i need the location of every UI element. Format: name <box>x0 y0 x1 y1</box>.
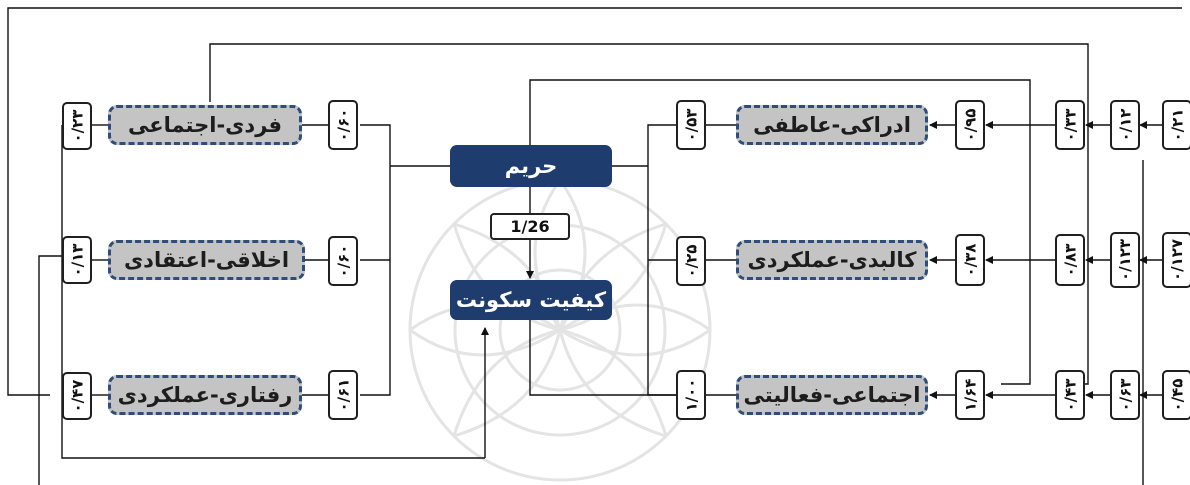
right-left-coef-1: ۰/۵۳ <box>676 100 706 150</box>
right-coef-3b: ۰/۴۳ <box>1055 370 1085 420</box>
left-bottom-line <box>61 125 485 459</box>
dimension-box-ethical-belief: اخلاقی-اعتقادی <box>108 240 305 280</box>
left-inner-coef-3: ۰/۶۱ <box>328 370 358 420</box>
right-left-coef-3: ۱/۰۰ <box>676 370 706 420</box>
dimension-box-behavioral-functional: رفتاری-عملکردی <box>108 375 302 415</box>
right-coef-2c: ۰/۱۲۳ <box>1110 232 1140 288</box>
dimension-box-social-activity: اجتماعی-فعالیتی <box>736 375 928 415</box>
left-lower-line <box>38 255 62 485</box>
left-outer-coef-2: ۰/۱۳ <box>62 236 92 284</box>
right-coef-1a: ۰/۹۵ <box>955 100 985 150</box>
housing-quality-box: کیفیت سکونت <box>450 280 612 320</box>
left-inner-coef-1: ۰/۶۰ <box>328 100 358 150</box>
right-coef-1d: ۰/۲۱ <box>1162 100 1190 150</box>
left-outer-coef-3: ۰/۴۷ <box>62 372 92 420</box>
harim-box: حریم <box>450 145 612 187</box>
harim-right-line <box>529 79 1031 385</box>
dimension-box-perceptual-emotional: ادراکی-عاطفی <box>736 105 928 145</box>
harim-quality-coefficient: 1/26 <box>490 213 570 240</box>
right-left-coef-2: ۰/۲۵ <box>676 236 706 286</box>
right-coef-3c: ۰/۶۳ <box>1110 370 1140 420</box>
left-outer-coef-1: ۰/۲۳ <box>62 102 92 150</box>
top-long-line <box>209 43 1089 385</box>
right-coef-3d: ۰/۴۵ <box>1162 370 1190 420</box>
dimension-box-individual-social: فردی-اجتماعی <box>108 105 302 145</box>
right-coef-1c: ۰/۱۲ <box>1110 100 1140 150</box>
right-coef-2a: ۰/۳۸ <box>955 234 985 286</box>
right-coef-2b: ۰/۸۳ <box>1055 234 1085 286</box>
right-coef-2d: ۰/۱۲۷ <box>1162 232 1190 288</box>
right-coef-3a: ۱/۶۴ <box>955 370 985 420</box>
quality-to-r3 <box>529 320 676 396</box>
dimension-box-physical-functional: کالبدی-عملکردی <box>736 240 928 280</box>
right-coef-1b: ۰/۳۳ <box>1055 100 1085 150</box>
left-inner-coef-2: ۰/۶۰ <box>328 236 358 286</box>
outer-frame-line <box>7 7 1182 396</box>
